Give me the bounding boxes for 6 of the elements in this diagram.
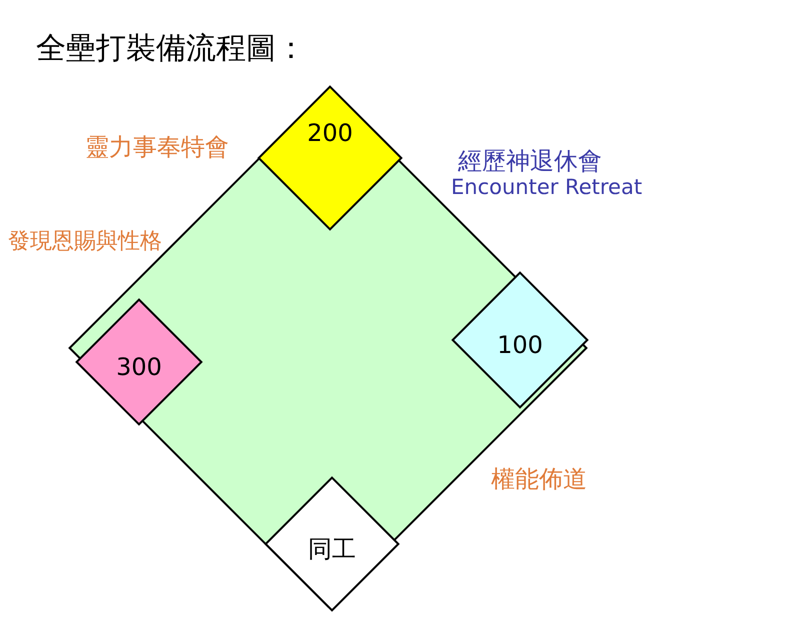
course-label: Encounter Retreat [451, 175, 642, 199]
page-title: 全壘打裝備流程圖： [36, 30, 306, 68]
course-label: 經歷神退休會 [458, 146, 602, 177]
course-label: 權能佈道 [491, 464, 587, 495]
course-label: 發現恩賜與性格 [8, 228, 162, 256]
course-label: 靈力事奉特會 [85, 132, 229, 163]
